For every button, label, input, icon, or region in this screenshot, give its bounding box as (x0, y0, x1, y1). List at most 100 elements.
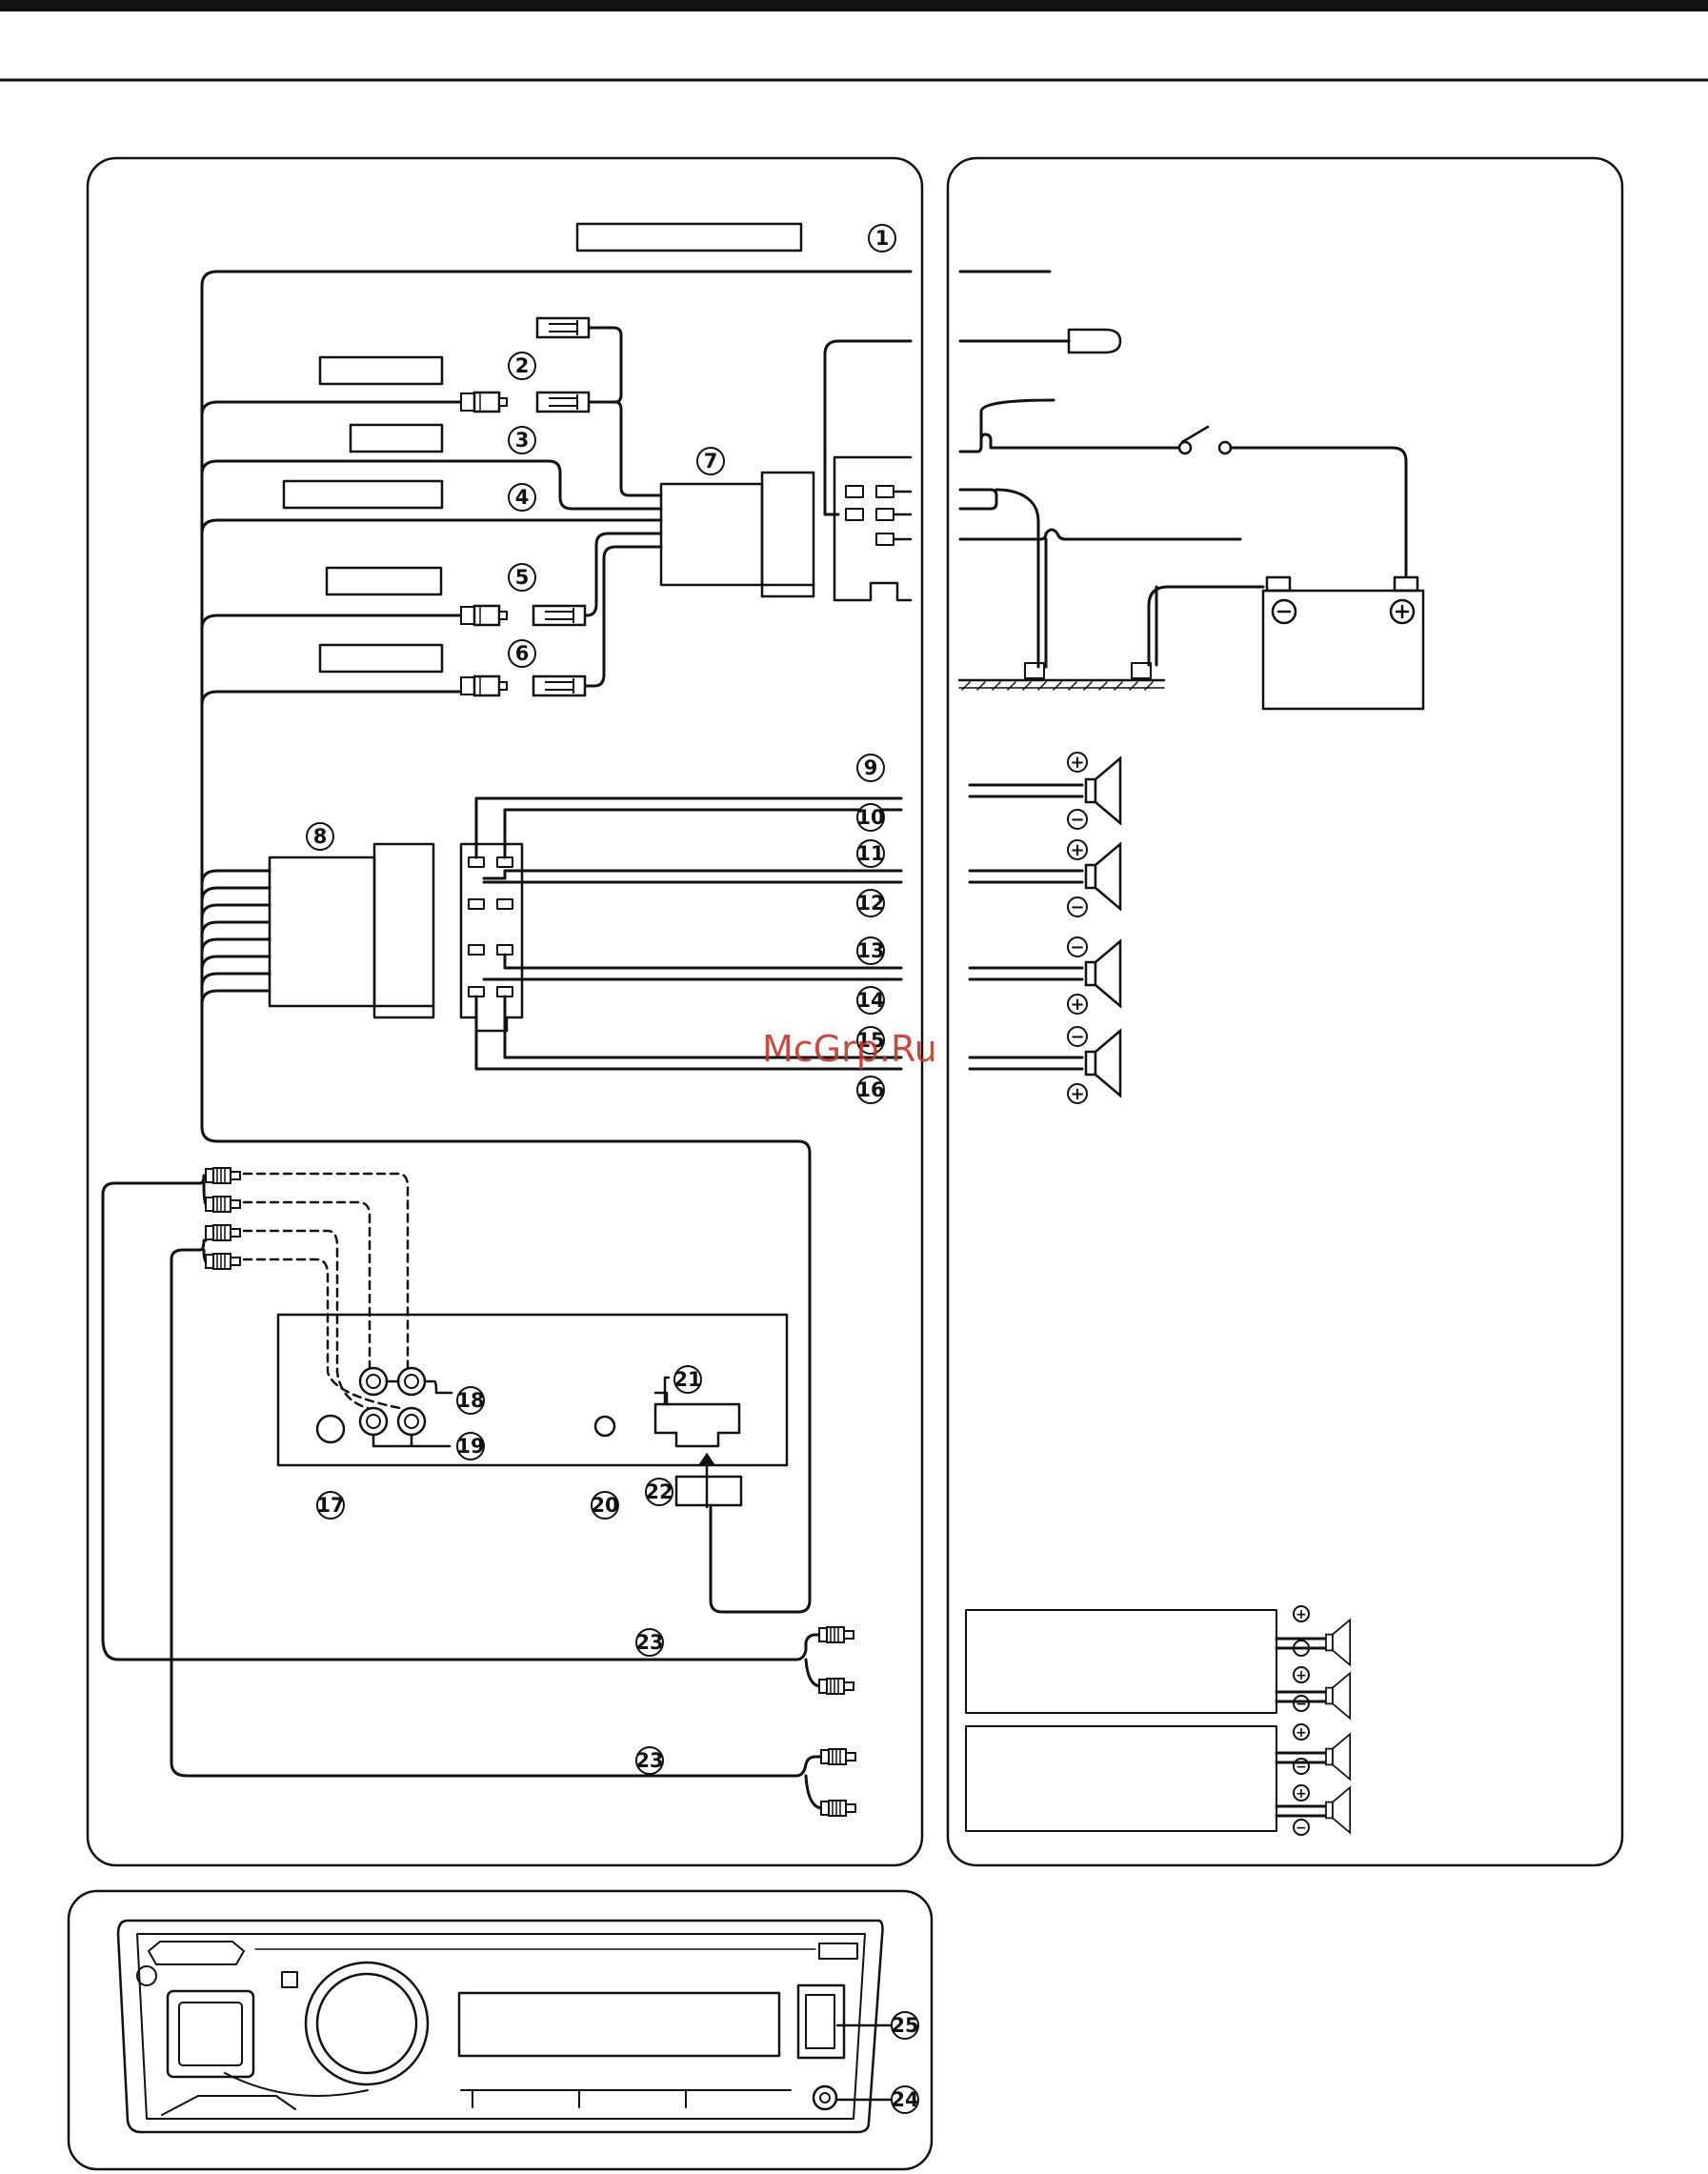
front-display (459, 1993, 779, 2056)
callout-number: 11 (856, 842, 884, 865)
callout-1: 1 (869, 225, 895, 252)
rca-plugs-input (206, 1168, 240, 1269)
callout-18: 18 (456, 1387, 484, 1414)
callout-number: 21 (673, 1368, 701, 1391)
minus-sign: − (1070, 897, 1084, 917)
unit-front-face (118, 1921, 883, 2132)
wire-5 (202, 615, 461, 629)
unit-rear-panel (278, 1315, 787, 1465)
front-knob[interactable] (317, 1974, 416, 2073)
front-panel-box (69, 1891, 932, 2169)
plus-sign: + (1070, 995, 1084, 1015)
callout-number: 3 (515, 429, 530, 452)
callout-7: 7 (697, 448, 724, 474)
callout-number: 2 (515, 354, 530, 377)
label-box-2 (320, 357, 442, 384)
header-bar (0, 0, 1708, 11)
callout-16: 16 (856, 1077, 884, 1103)
callout-21: 21 (673, 1366, 701, 1393)
label-box-1 (577, 224, 801, 251)
callout-6: 6 (509, 640, 535, 667)
plus-sign: + (1296, 1668, 1307, 1683)
plus-sign: + (1296, 1725, 1307, 1741)
callout-10: 10 (856, 804, 884, 831)
callout-number: 23 (635, 1749, 663, 1772)
plus-sign: + (1070, 1084, 1084, 1104)
callout-number: 17 (316, 1494, 344, 1517)
rca-plugs-output (819, 1627, 855, 1816)
jack-20 (595, 1417, 614, 1436)
connector-7 (661, 484, 762, 585)
callout-22: 22 (645, 1479, 673, 1505)
label-box-3 (351, 425, 442, 452)
label-box-6 (320, 645, 442, 672)
callout-number: 6 (515, 642, 530, 665)
watermark: McGrp.Ru (762, 1028, 937, 1070)
connector-8 (270, 857, 374, 1006)
callout-number: 8 (313, 825, 328, 848)
callout-number: 9 (864, 756, 878, 779)
jack-17 (317, 1416, 344, 1442)
minus-sign: − (1070, 1027, 1084, 1047)
callout-number: 25 (891, 2014, 918, 2037)
callout-13: 13 (856, 937, 884, 964)
callout-number: 20 (591, 1494, 618, 1517)
minus-sign: − (1296, 1821, 1307, 1836)
amplifier-rear (966, 1726, 1276, 1831)
aux-jack-24[interactable] (814, 2086, 836, 2109)
front-knob-outer (306, 1963, 428, 2084)
battery (1263, 591, 1423, 709)
callout-number: 16 (856, 1078, 884, 1101)
callout-5: 5 (509, 564, 535, 591)
label-box-4 (284, 481, 442, 508)
callout-number: 24 (891, 2088, 918, 2111)
minus-sign: − (1070, 937, 1084, 957)
callout-11: 11 (856, 840, 884, 867)
callout-number: 18 (456, 1389, 484, 1412)
wire-4 (202, 520, 661, 533)
callout-19: 19 (456, 1433, 484, 1459)
callout-24: 24 (891, 2086, 918, 2113)
callout-20: 20 (591, 1492, 618, 1519)
plus-sign: + (1070, 840, 1084, 860)
callout-4: 4 (509, 484, 535, 511)
label-box-22 (676, 1477, 741, 1505)
minus-sign: − (1296, 1641, 1307, 1657)
plus-sign: + (1070, 753, 1084, 773)
polarity-marks (1068, 753, 1309, 1835)
callout-number: 4 (515, 486, 530, 509)
callout-25: 25 (891, 2012, 918, 2039)
callout-number: 5 (515, 566, 530, 589)
callout-number: 12 (856, 892, 884, 915)
minus-sign: − (1296, 1697, 1307, 1712)
callout-number: 23 (635, 1631, 663, 1654)
amplifier-front (966, 1610, 1276, 1713)
callout-number: 7 (704, 450, 718, 473)
callout-23a: 23 (635, 1629, 663, 1656)
callout-number: 14 (856, 989, 884, 1012)
wire-2 (202, 402, 461, 415)
connector-21 (655, 1404, 739, 1446)
callout-14: 14 (856, 987, 884, 1014)
callout-9: 9 (857, 755, 884, 781)
callout-number: 10 (856, 806, 884, 829)
label-box-5 (327, 568, 441, 594)
callout-17: 17 (316, 1492, 344, 1519)
minus-sign: − (1070, 810, 1084, 830)
callout-number: 1 (875, 227, 890, 250)
callout-8: 8 (307, 823, 333, 850)
callout-number: 13 (856, 939, 884, 962)
minus-sign: − (1296, 1760, 1307, 1775)
callout-3: 3 (509, 427, 535, 453)
callout-23b: 23 (635, 1747, 663, 1774)
plus-sign: + (1296, 1786, 1307, 1802)
callout-2: 2 (509, 352, 535, 379)
speakers (1086, 758, 1350, 1833)
callout-number: 19 (456, 1435, 484, 1458)
callout-number: 22 (645, 1480, 673, 1503)
wire-3 (202, 461, 661, 509)
plus-sign: + (1296, 1607, 1307, 1622)
callout-12: 12 (856, 890, 884, 916)
wire-6 (202, 692, 461, 705)
